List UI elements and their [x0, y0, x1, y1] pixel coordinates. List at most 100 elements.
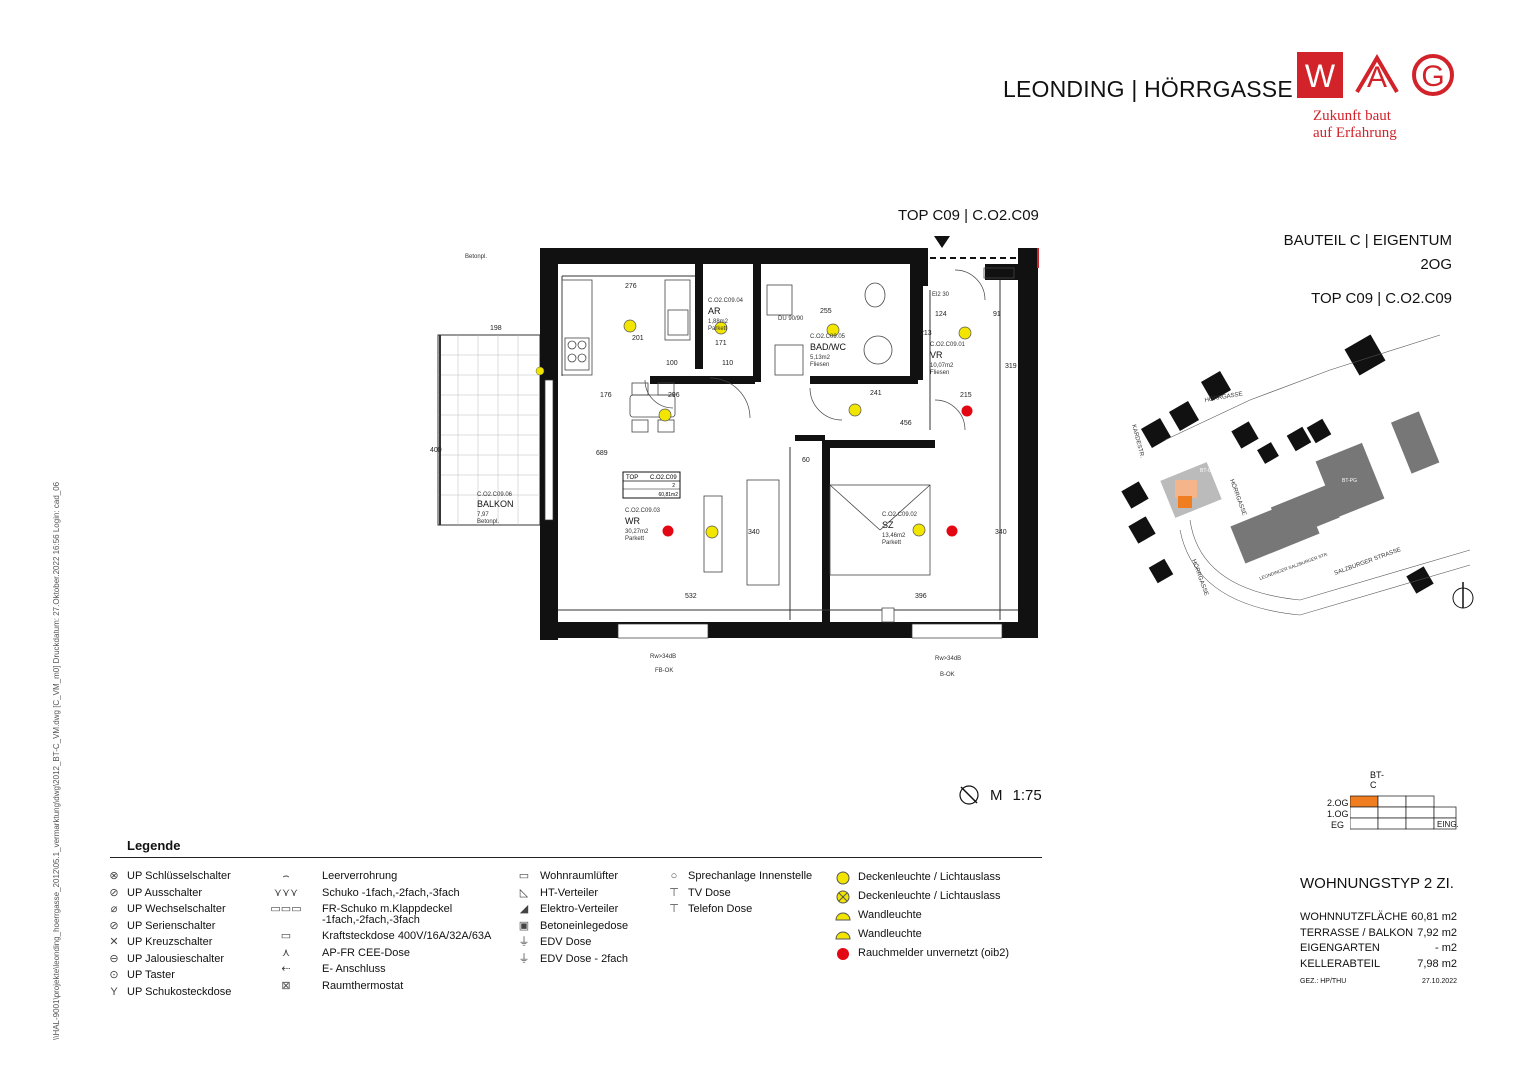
room-ar-area: 1,88m2 — [708, 319, 729, 325]
site-plan: HÖRRGASSE HÖRRGASSE HÖRRGASSE KARDESTR. … — [1121, 334, 1474, 616]
legend-item: HT-Verteiler — [540, 886, 599, 899]
drawn-by-row: GEZ.: HP/THU 27.10.2022 — [1300, 978, 1457, 985]
furniture — [561, 267, 1015, 586]
floor-level-eg: EG — [1331, 820, 1345, 830]
legend-item: Telefon Dose — [688, 903, 753, 915]
room-vr-area: 10,07m2 — [930, 363, 954, 369]
legend-item: Kraftsteckdose 400V/16A/32A/63A — [322, 930, 492, 942]
logo-a-shape — [1355, 54, 1399, 94]
legend-item: Deckenleuchte / Lichtauslass — [858, 871, 1001, 883]
legend-item: UP Wechselschalter — [127, 903, 226, 915]
legend-item: Betoneinlegedose — [540, 919, 629, 932]
street-leondinger: LEONDINGER SALZBURGER STR. — [1259, 551, 1329, 581]
series-switch-icon: ⊘ — [109, 919, 119, 932]
balcony — [437, 334, 541, 526]
dim-340-b: 340 — [995, 529, 1007, 536]
logo-tagline-2: auf Erfahrung — [1313, 125, 1397, 141]
room-vr-code: C.O2.C09.01 — [930, 342, 966, 348]
phone-socket-icon: ⊤ — [669, 903, 679, 915]
area-label: WOHNNUTZFLÄCHE — [1300, 911, 1408, 923]
push-button-icon: ⊙ — [109, 969, 119, 981]
room-ar-code: C.O2.C09.04 — [708, 298, 744, 304]
power-socket-icon: ▭ — [280, 930, 292, 942]
scale-label: M — [990, 786, 1003, 804]
wall-lamp-2-icon — [832, 930, 854, 940]
area-label: EIGENGARTEN — [1300, 942, 1380, 954]
dim-213: 213 — [920, 330, 932, 337]
project-title: LEONDING | HÖRRGASSE — [1003, 76, 1293, 102]
ht-distributor-icon: ◺ — [519, 886, 529, 899]
switch-icon: ⊘ — [109, 886, 119, 899]
legend-item: Wandleuchte — [858, 928, 922, 940]
floor-level-1og: 1.OG — [1327, 809, 1349, 819]
street-salzburger: SALZBURGER STRASSE — [1334, 547, 1402, 577]
legend-item: UP Jalousieschalter — [127, 952, 225, 965]
area-value: 60,81 m2 — [1411, 911, 1457, 923]
room-wr-floor: Parkett — [625, 536, 644, 542]
apartment-type: WOHNUNGSTYP 2 ZI. — [1300, 875, 1454, 892]
e-connection-icon: ⇠ — [281, 963, 291, 975]
room-bad-code: C.O2.C09.05 — [810, 334, 846, 340]
legend-item: UP Ausschalter — [127, 886, 203, 899]
drawn-by: GEZ.: HP/THU — [1300, 978, 1347, 985]
floor-grid — [1350, 795, 1457, 830]
walls — [540, 248, 1038, 640]
betonpl-label: Betonpl. — [465, 254, 487, 260]
thermostat-icon: ⊠ — [281, 979, 291, 992]
door-el-label: El2 30 — [932, 292, 950, 298]
dim-60: 60 — [802, 457, 810, 464]
legend-item: EDV Dose - 2fach — [540, 952, 629, 965]
floor-plan: 198 276 255 296 241 215 176 689 532 396 … — [430, 248, 1039, 678]
tv-socket-icon: ⊤ — [669, 886, 679, 899]
fr-schuko-icon: ▭▭▭ — [270, 903, 302, 915]
smoke-detectors — [662, 405, 973, 537]
cee-socket-icon: ⋏ — [281, 946, 291, 959]
legend-item: UP Taster — [127, 969, 175, 981]
north-compass-icon — [959, 785, 979, 805]
socket-icon: Y — [110, 985, 118, 998]
legend-item: Rauchmelder unvernetzt (oib2) — [858, 947, 1010, 959]
drawn-date: 27.10.2022 — [1421, 978, 1457, 985]
room-sz-area: 13,46m2 — [882, 533, 906, 539]
legend-col-communication: ○Sprechanlage Innenstelle ⊤TV Dose ⊤Tele… — [664, 868, 812, 918]
legend-col-lighting: Deckenleuchte / Lichtauslass Deckenleuch… — [832, 868, 1009, 963]
file-path-sidetext: \\HAL-9001\projekte\leonding_hoerrgasse_… — [52, 481, 61, 1040]
bauteil-label: BAUTEIL C | EIGENTUM — [1283, 232, 1452, 249]
scale-indicator: M 1:75 — [958, 784, 1042, 806]
top-marker-label: TOP C09 | C.O2.C09 — [898, 207, 1039, 224]
logo-red-square — [1297, 52, 1343, 98]
floor-indicator-title: BT-C — [1370, 770, 1385, 790]
logo-letter-w: W — [1305, 58, 1336, 94]
legend-item: Wandleuchte — [858, 909, 922, 921]
top-summary-box: TOP C.O2.C09 2 60,81m2 — [622, 471, 681, 499]
floor-level-2og: 2.OG — [1327, 798, 1349, 808]
logo-letter-a: A — [1367, 61, 1387, 94]
intercom-icon: ○ — [670, 870, 678, 882]
top-box-top: TOP — [626, 475, 638, 481]
building-bt-pg: BT-PG — [1342, 478, 1357, 484]
dim-276: 276 — [625, 283, 637, 290]
rw-label-1: Rw>34dB — [650, 654, 676, 660]
legend-col-switches: ⊗UP Schlüsselschalter ⊘UP Ausschalter ⌀U… — [105, 868, 231, 1000]
floor-label: 2OG — [1420, 256, 1452, 273]
top-box-wnf: 60,81m2 — [659, 492, 679, 498]
room-sz-code: C.O2.C09.02 — [882, 512, 918, 518]
ventilator-icon: ▭ — [518, 870, 530, 882]
room-bad-floor: Fliesen — [810, 362, 829, 368]
legend-item: UP Schukosteckdose — [127, 985, 232, 998]
room-bad-name: BAD/WC — [810, 342, 847, 352]
street-hoerrgasse-3: HÖRRGASSE — [1190, 558, 1210, 596]
legend-item: EDV Dose — [540, 936, 592, 948]
legend-item: -1fach,-2fach,-3fach — [322, 913, 420, 926]
dim-255: 255 — [820, 308, 832, 315]
dim-340-a: 340 — [748, 529, 760, 536]
room-wr-area: 30,27m2 — [625, 529, 649, 535]
room-ar-floor: Parkett — [708, 326, 727, 332]
ceiling-lamp-cross-icon — [832, 890, 854, 904]
unit-highlight-light — [1175, 480, 1197, 498]
dim-100: 100 — [666, 360, 678, 367]
